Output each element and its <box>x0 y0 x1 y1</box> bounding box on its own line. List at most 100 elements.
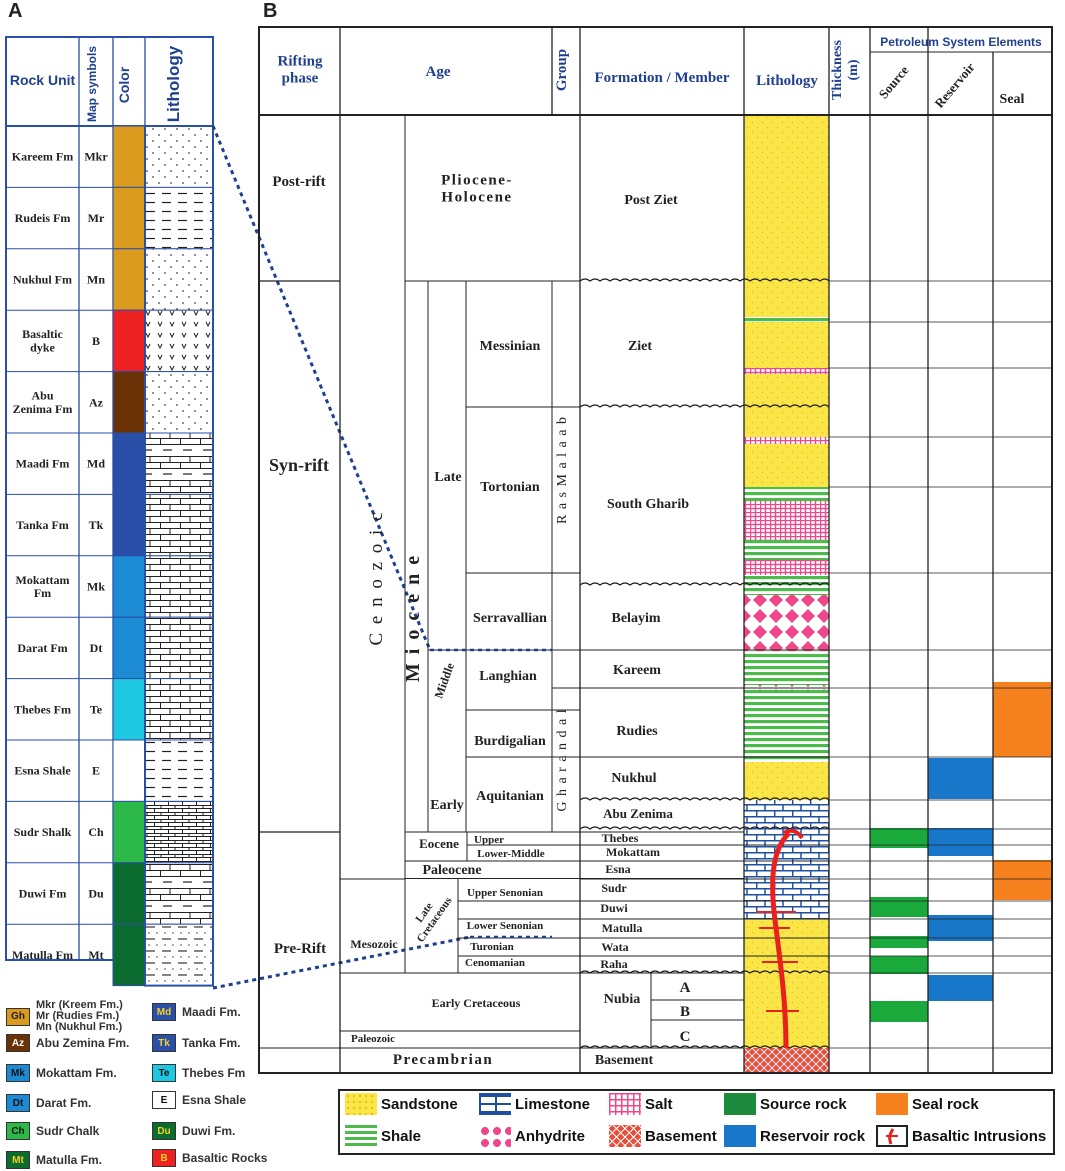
member-b: B <box>680 1004 690 1020</box>
reservoir-bar <box>928 975 993 1001</box>
formation-post-ziet: Post Ziet <box>624 193 678 208</box>
lithology-layer <box>744 560 829 575</box>
map-symbol: B <box>92 334 100 348</box>
formation-kareem: Kareem <box>613 663 661 678</box>
lithology-pattern <box>144 678 214 741</box>
formation-raha: Raha <box>600 957 627 971</box>
legend-label: Anhydrite <box>515 1127 586 1145</box>
legend-chip: Gh <box>6 1007 30 1026</box>
formation-nubia: Nubia <box>604 992 641 1007</box>
color-swatch <box>112 739 146 802</box>
lithology-pattern <box>144 923 214 987</box>
color-swatch <box>112 800 146 864</box>
formation-mokattam: Mokattam <box>606 845 660 859</box>
anhydrite-swatch <box>479 1125 511 1147</box>
map-symbol: Mk <box>87 580 105 594</box>
source-bar <box>870 936 928 948</box>
lithology-layer <box>744 762 829 800</box>
map-symbol: Te <box>90 702 103 716</box>
era-mesozoic: Mesozoic <box>350 937 398 951</box>
lithology-pattern <box>144 493 214 557</box>
seal-swatch <box>876 1093 908 1115</box>
color-swatch <box>112 555 146 618</box>
legend-label: Thebes Fm <box>182 1066 246 1080</box>
group-ras-malaab: R a s M a l a a b <box>555 416 570 524</box>
legend-label: Basement <box>645 1127 717 1145</box>
epoch-pliocene-holocene: Pliocene-Holocene <box>441 173 513 206</box>
stage-upper: Upper <box>474 834 504 846</box>
lithology-layer <box>744 115 829 281</box>
rock-unit-name: Rudeis Fm <box>15 211 71 225</box>
epoch-early-cretaceous: Early Cretaceous <box>432 996 521 1010</box>
legend-label: Seal rock <box>912 1095 979 1113</box>
basaltic-intrusion <box>770 831 791 1049</box>
rock-unit-name: Sudr Shalk <box>14 825 72 839</box>
legend-chip: Mk <box>6 1064 30 1082</box>
lithology-layer <box>744 540 829 560</box>
legend-label: Mkr (Kreem Fm.) Mr (Rudies Fm.) Mn (Nukh… <box>36 999 123 1033</box>
color-swatch <box>112 432 146 495</box>
header-pse: Petroleum System Elements <box>880 35 1042 49</box>
unconformity-line <box>579 1045 830 1049</box>
legend-b-frame <box>338 1089 1055 1155</box>
stage-serravallian: Serravallian <box>473 611 547 626</box>
formation-abu-zenima: Abu Zenima <box>603 806 673 821</box>
basalt-swatch <box>876 1125 908 1147</box>
reservoir-swatch <box>724 1125 756 1147</box>
legend-reservoir: Reservoir rock <box>724 1125 865 1147</box>
color-swatch <box>112 125 146 188</box>
lithology-layer <box>744 800 829 919</box>
basalt-icon <box>886 1128 898 1145</box>
color-swatch <box>112 862 146 925</box>
map-symbol: Ch <box>88 825 104 839</box>
header-thickness: Thickness(m) <box>830 39 861 99</box>
seal-bar <box>993 860 1052 900</box>
epoch-late-cretaceous: LateCretaceous <box>405 887 455 944</box>
lithology-pattern <box>144 371 214 434</box>
header-age: Age <box>426 64 451 80</box>
legend-chip: Md <box>152 1003 176 1021</box>
unconformity-line <box>579 797 830 801</box>
epoch-paleocene: Paleocene <box>422 863 481 878</box>
formation-sudr: Sudr <box>601 881 627 895</box>
lithology-layer <box>744 651 829 685</box>
salt-swatch <box>609 1093 641 1115</box>
map-symbol: E <box>92 764 100 778</box>
stage-cenomanian: Cenomanian <box>465 957 525 969</box>
header-seal: Seal <box>1000 92 1025 107</box>
unconformity-line <box>579 278 830 282</box>
epoch-miocene: M i o c e n e <box>402 554 424 682</box>
seal-bar <box>993 682 1052 757</box>
lithology-layer <box>744 322 829 368</box>
lithology-layer <box>744 501 829 540</box>
legend-label: Limestone <box>515 1095 591 1113</box>
rock-unit-name: Duwi Fm <box>19 887 67 901</box>
lithology-pattern <box>144 800 214 864</box>
legend-label: Tanka Fm. <box>182 1036 241 1050</box>
legend-label: Mokattam Fm. <box>36 1066 117 1080</box>
lithology-layer <box>744 487 829 501</box>
lithology-pattern <box>144 555 214 618</box>
panel-a-letter: A <box>8 0 23 22</box>
phase-syn-rift: Syn-rift <box>269 455 329 475</box>
header-lithology: Lithology <box>164 45 183 122</box>
epoch-late: Late <box>434 470 461 485</box>
header-reservoir: Reservoir <box>931 59 977 110</box>
color-swatch <box>112 678 146 741</box>
legend-label: Duwi Fm. <box>182 1124 236 1138</box>
formation-basement: Basement <box>595 1053 654 1068</box>
lithology-pattern <box>144 125 214 188</box>
lithology-pattern <box>144 186 214 250</box>
rock-unit-name: Esna Shale <box>14 764 71 778</box>
legend-label: Shale <box>381 1127 422 1145</box>
legend-chip: B <box>152 1149 176 1167</box>
legend-source: Source rock <box>724 1093 847 1115</box>
